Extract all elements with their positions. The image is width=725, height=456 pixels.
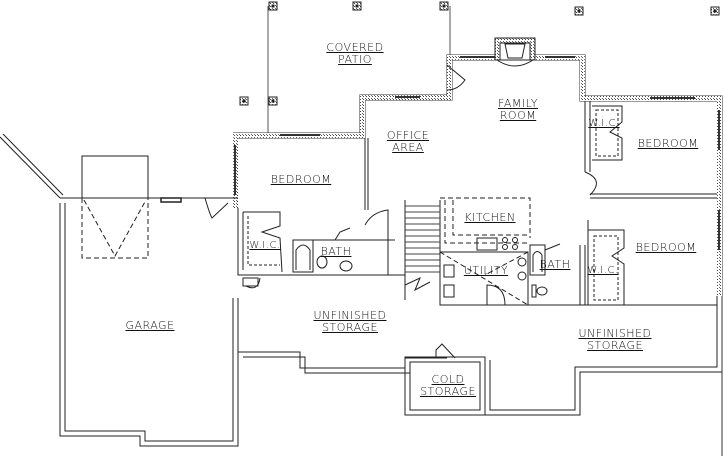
- fireplace: [494, 37, 536, 67]
- storage-walls: [238, 296, 722, 416]
- right-bedroom-walls: [584, 101, 717, 306]
- room-label-bath-2: BATH: [539, 258, 571, 271]
- utility-bath-walls: [439, 243, 590, 306]
- room-label-bath-1: BATH: [320, 245, 352, 258]
- room-label-utility: UTILITY: [463, 264, 509, 277]
- covered-patio-outline: [267, 6, 451, 135]
- room-label-garage: GARAGE: [125, 319, 175, 332]
- interior-walls: [364, 138, 369, 210]
- room-label-kitchen: KITCHEN: [464, 211, 516, 224]
- room-label-bedroom-2: BEDROOM: [637, 137, 699, 150]
- room-label-wic-2: W.I.C.: [249, 240, 281, 251]
- patio-posts: [239, 1, 720, 106]
- room-label-bedroom-1: BEDROOM: [270, 173, 332, 186]
- bedroom-1-walls: [237, 208, 405, 289]
- garage-walls: [0, 133, 239, 447]
- stairs: [404, 200, 441, 300]
- kitchen-outline: [440, 197, 531, 251]
- room-label-bedroom-3: BEDROOM: [635, 241, 697, 254]
- room-label-wic-1: W.I.C.: [588, 118, 620, 129]
- room-label-wic-3: W.I.C.: [587, 265, 619, 276]
- patio-door: [446, 64, 466, 91]
